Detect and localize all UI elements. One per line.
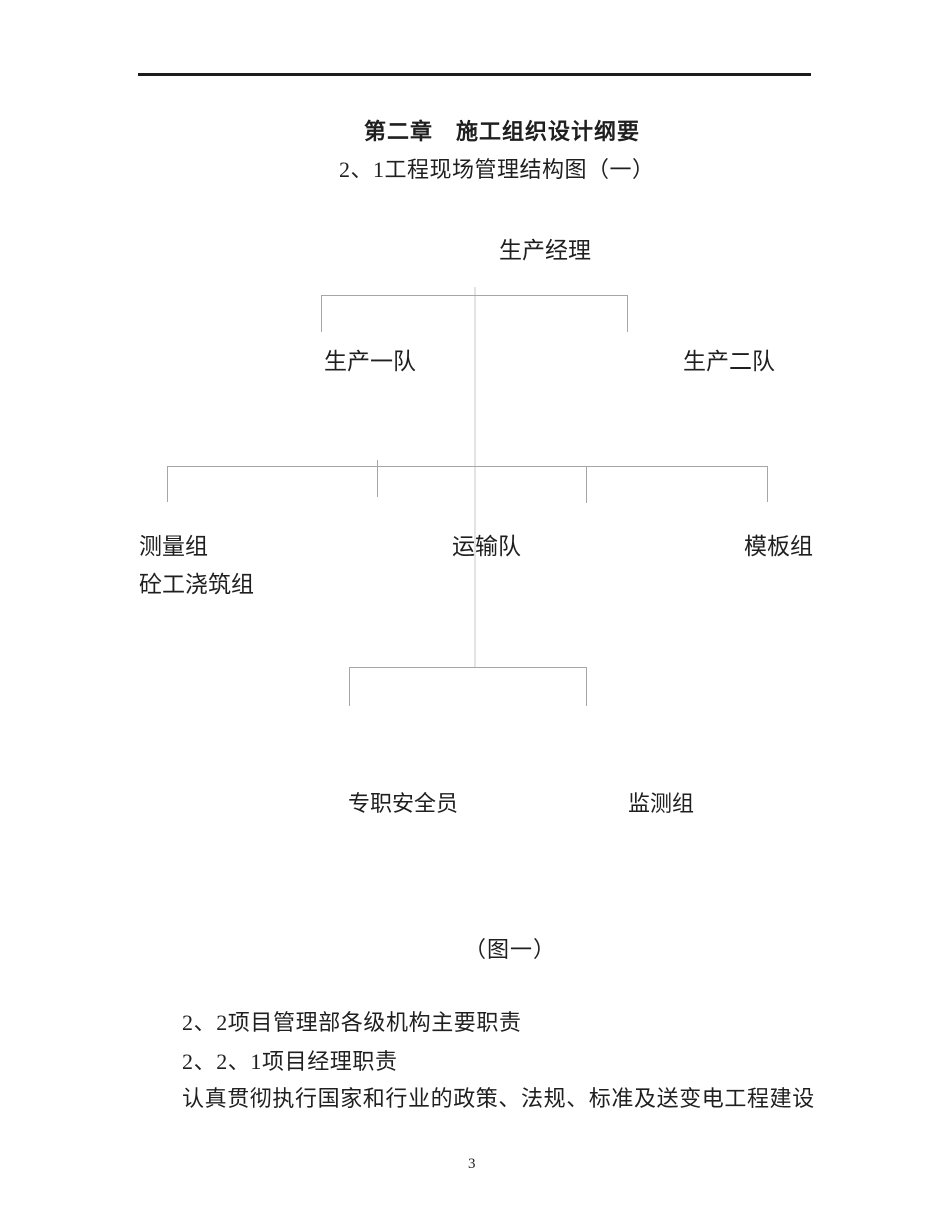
header-rule <box>138 73 811 76</box>
body-line-section-2-2-1: 2、2、1项目经理职责 <box>182 1049 398 1074</box>
connector-level2-right-drop <box>627 295 628 332</box>
section-heading: 2、1工程现场管理结构图（一） <box>339 157 655 182</box>
org-node-concrete-pouring-group: 砼工浇筑组 <box>139 572 254 597</box>
org-node-production-team-1: 生产一队 <box>324 349 416 374</box>
connector-level4-right-drop <box>586 667 587 706</box>
body-line-paragraph: 认真贯彻执行国家和行业的政策、法规、标准及送变电工程建设 <box>182 1086 815 1111</box>
org-node-safety-officer: 专职安全员 <box>348 791 459 816</box>
page-number: 3 <box>468 1156 476 1172</box>
connector-level2-left-drop <box>321 295 322 332</box>
org-node-production-manager: 生产经理 <box>499 238 591 263</box>
connector-center-vertical <box>474 287 476 668</box>
org-node-production-team-2: 生产二队 <box>683 349 775 374</box>
connector-level4-left-drop <box>349 667 350 706</box>
figure-caption: （图一） <box>464 937 557 962</box>
org-node-monitoring-group: 监测组 <box>628 791 695 816</box>
chapter-title: 第二章 施工组织设计纲要 <box>364 119 641 144</box>
connector-level4-horizontal <box>349 667 587 668</box>
connector-level3-drop-1 <box>167 466 168 502</box>
org-node-formwork-group: 模板组 <box>744 534 813 559</box>
body-line-section-2-2: 2、2项目管理部各级机构主要职责 <box>182 1010 522 1035</box>
connector-level2-horizontal <box>321 295 628 296</box>
connector-level3-horizontal <box>167 466 768 467</box>
org-node-transport-team: 运输队 <box>452 534 521 559</box>
org-node-survey-group: 测量组 <box>139 534 208 559</box>
connector-level3-drop-2 <box>377 460 378 497</box>
connector-level3-drop-3 <box>586 466 587 503</box>
connector-level3-drop-4 <box>767 466 768 502</box>
